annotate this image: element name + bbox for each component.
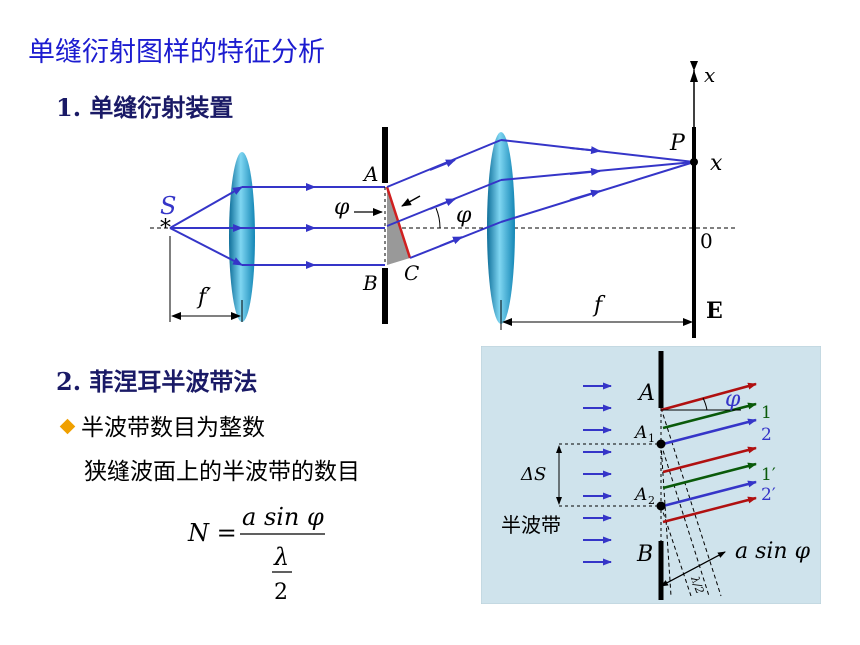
label-phi-slit: φ: [334, 195, 350, 220]
description-text: 狭缝波面上的半波带的数目: [84, 459, 360, 485]
source-rays: [169, 186, 243, 266]
inset-label-a1: A: [633, 423, 647, 443]
inset-label-ray2: 2: [761, 425, 772, 445]
half-wave-zone-inset: A A 1 A 2 B φ 1 2 1′ 2′ ΔS 半波带 a sin φ λ…: [481, 346, 821, 604]
converging-rays: [500, 139, 695, 223]
inset-label-ray2p: 2′: [761, 485, 776, 505]
source-star: *: [160, 216, 171, 241]
formula-two: 2: [274, 580, 288, 605]
inset-diffracted-rays: [660, 382, 757, 524]
label-f-prime: f′: [196, 285, 211, 310]
label-x-side: x: [710, 151, 723, 176]
inset-label-delta-s: ΔS: [520, 464, 546, 485]
inset-label-a1-sub: 1: [648, 432, 655, 445]
label-origin: 0: [700, 229, 713, 253]
label-s: S: [160, 192, 176, 220]
inset-label-b: B: [636, 542, 653, 567]
label-x-top: x: [704, 63, 715, 87]
formula-lambda: λ: [273, 543, 289, 571]
inset-label-half-lambda: λ/2: [688, 574, 707, 596]
label-a: A: [362, 162, 378, 186]
section1-heading: 1. 单缝衍射装置: [56, 93, 234, 122]
label-c: C: [404, 261, 419, 285]
formula: N = a sin φ λ 2: [187, 503, 325, 605]
label-phi-ray: φ: [456, 203, 472, 228]
point-p: [690, 158, 698, 166]
inset-label-phi: φ: [725, 387, 741, 412]
label-e: E: [706, 298, 723, 324]
section2-heading: 2. 菲涅耳半波带法: [56, 367, 258, 396]
parallel-rays: [242, 183, 385, 269]
formula-numerator: a sin φ: [242, 503, 324, 531]
incoming-wave-arrows: [583, 382, 612, 566]
label-f: f: [592, 293, 606, 318]
formula-lhs: N =: [187, 519, 237, 547]
focusing-lens: [487, 132, 515, 324]
page-title: 单缝衍射图样的特征分析: [28, 37, 325, 68]
point-a1: [656, 439, 666, 449]
inset-label-half-wave-zone: 半波带: [501, 513, 561, 537]
bullet-text: 半波带数目为整数: [81, 415, 265, 441]
inset-label-ray1p: 1′: [761, 465, 776, 485]
point-a2: [656, 501, 666, 511]
diamond-bullet-icon: [59, 418, 76, 435]
inset-label-a2: A: [633, 485, 647, 505]
collimator-lens: [229, 152, 255, 322]
inset-label-ray1: 1: [761, 403, 772, 423]
label-b: B: [362, 271, 378, 295]
label-p: P: [669, 131, 686, 156]
inset-label-a-sin-phi: a sin φ: [735, 539, 811, 564]
inset-label-a2-sub: 2: [648, 494, 655, 507]
diffracted-rays: [386, 139, 502, 259]
bullet-item: 半波带数目为整数: [59, 408, 265, 442]
inset-label-a: A: [637, 381, 655, 406]
